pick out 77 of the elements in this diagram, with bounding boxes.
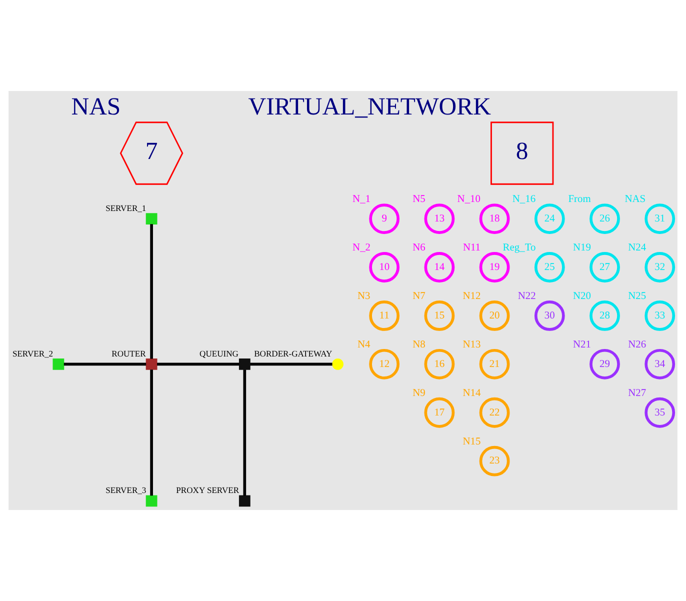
node-label: VIRTUAL_NETWORK	[248, 94, 491, 121]
node-circle: 21	[479, 348, 510, 380]
node-label: N5	[412, 194, 426, 205]
node-label: BORDER-GATEWAY	[254, 348, 332, 358]
node-label: N8	[412, 339, 426, 350]
node-label: N4	[358, 339, 370, 350]
node-circle: 35	[644, 397, 676, 428]
node-circle: 15	[424, 300, 455, 331]
connector	[150, 370, 153, 496]
node-circle: 23	[479, 446, 510, 476]
node-label: QUEUING	[200, 348, 238, 358]
node-circle: 25	[534, 252, 565, 282]
node-label: N20	[572, 290, 591, 302]
node-label: N27	[628, 388, 646, 399]
node-circle: 26	[590, 204, 620, 234]
node-circle: 22	[479, 397, 510, 428]
node-label: N9	[412, 388, 426, 399]
node-circle: 13	[424, 204, 455, 234]
node-box	[238, 495, 250, 507]
node-circle: 28	[590, 300, 620, 331]
node-label: SERVER_3	[106, 485, 146, 496]
node-label: N_10	[457, 194, 480, 205]
node-circle: 14	[424, 252, 455, 282]
node-circle: 29	[590, 348, 620, 380]
node-circle	[332, 358, 344, 370]
node-circle: 19	[479, 252, 510, 282]
node-circle: 12	[369, 348, 400, 380]
node-label: N13	[462, 339, 481, 350]
node-label: N24	[628, 242, 646, 254]
node-label: ROUTER	[112, 348, 146, 358]
node-circle: 27	[590, 252, 620, 282]
connector	[150, 224, 153, 359]
connector	[64, 362, 146, 366]
node-box	[146, 358, 158, 370]
node-box	[52, 358, 64, 370]
node-label: N22	[518, 290, 536, 302]
node-label: N21	[572, 339, 591, 350]
node-circle: 11	[369, 300, 400, 331]
node-circle: 32	[644, 252, 676, 282]
node-box	[146, 213, 158, 224]
node-label: N3	[358, 290, 370, 302]
node-label: Reg_To	[502, 242, 536, 254]
node-label: N6	[412, 242, 426, 254]
node-circle: 16	[424, 348, 455, 380]
node-circle: 30	[534, 300, 565, 331]
node-label: N26	[628, 339, 646, 350]
node-label: N_2	[352, 242, 371, 254]
node-box	[146, 495, 158, 507]
connector	[243, 370, 246, 496]
node-circle: 10	[369, 252, 400, 282]
node-circle: 18	[479, 204, 510, 234]
node-box	[238, 358, 250, 370]
node-circle: 33	[644, 300, 676, 331]
node-label: SERVER_1	[106, 202, 146, 213]
node-label: N25	[628, 290, 646, 302]
node-circle: 24	[534, 204, 565, 234]
node-label: PROXY SERVER	[176, 485, 240, 496]
node-circle: 17	[424, 397, 455, 428]
node-circle: 9	[369, 204, 400, 234]
node-label: NAS	[624, 194, 646, 205]
node-label: N_1	[352, 194, 371, 205]
node-box: 8	[490, 122, 554, 185]
node-label: N14	[462, 388, 481, 399]
node-label: N15	[462, 436, 481, 448]
node-label: NAS	[71, 94, 121, 121]
connector	[157, 362, 240, 366]
node-label: N19	[572, 242, 591, 254]
node-circle: 31	[644, 204, 676, 234]
node-label: N_16	[512, 194, 536, 205]
node-label: N7	[412, 290, 426, 302]
node-label: SERVER_2	[12, 348, 54, 358]
connector	[250, 362, 332, 366]
node-circle: 34	[644, 348, 676, 380]
node-label: N12	[462, 290, 481, 302]
node-label: From	[568, 194, 591, 205]
node-circle: 20	[479, 300, 510, 331]
node-label: N11	[462, 242, 481, 254]
